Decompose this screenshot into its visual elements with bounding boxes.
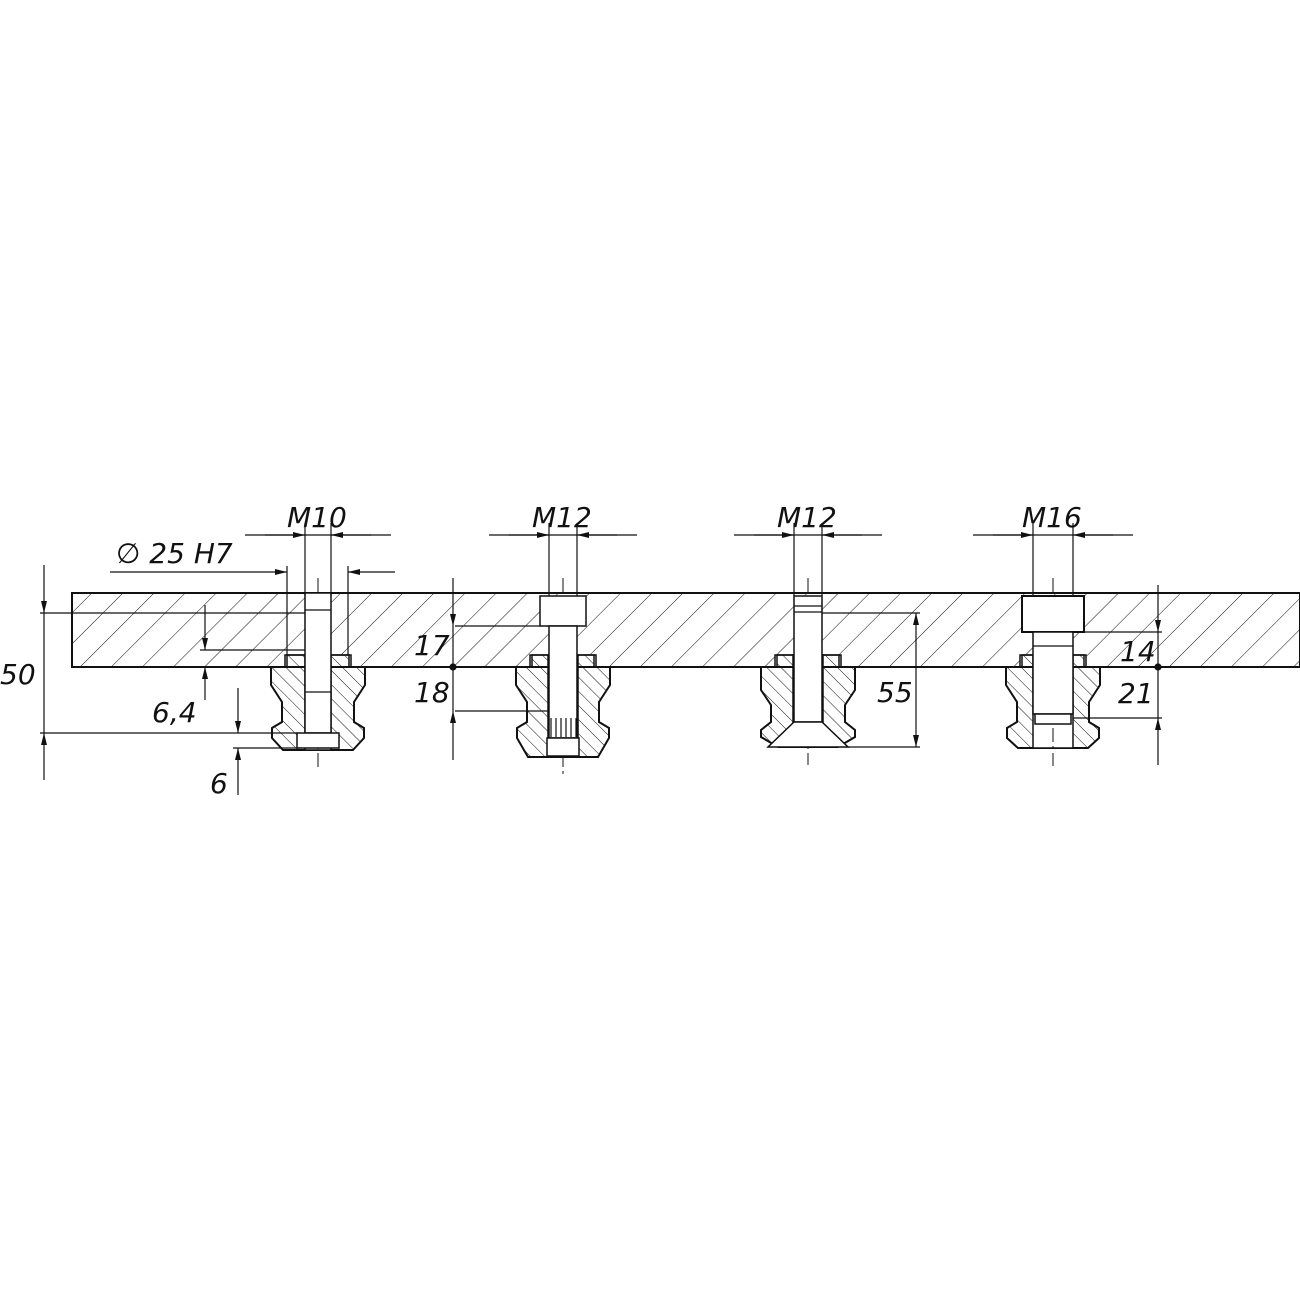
dim-17: 17 xyxy=(414,629,450,662)
screw-m12-socket xyxy=(539,595,587,757)
screw-m16 xyxy=(1021,595,1085,725)
dimension-origin-dot xyxy=(449,663,457,671)
thread-label-3: M12 xyxy=(777,501,837,534)
dim-6-4: 6,4 xyxy=(152,696,197,729)
dim-21: 21 xyxy=(1118,677,1154,710)
screw-m12-countersunk xyxy=(766,595,850,748)
screw-tip xyxy=(1034,713,1072,725)
bore-diameter-label: ∅ 25 H7 xyxy=(116,537,233,570)
dimension-origin-dot xyxy=(1154,663,1162,671)
screw-shank xyxy=(304,592,332,734)
screw-m10 xyxy=(296,592,340,749)
thread-label-2: M12 xyxy=(532,501,592,534)
screw-shank xyxy=(1032,631,1074,715)
screw-tip xyxy=(546,737,580,757)
dim-18: 18 xyxy=(414,676,450,709)
base-plate xyxy=(71,592,1300,668)
thread-label-1: M10 xyxy=(287,501,347,534)
dim-55: 55 xyxy=(877,676,913,709)
screw-head xyxy=(296,732,340,749)
plate-thickness-label: 50 xyxy=(0,658,36,691)
thread-label-4: M16 xyxy=(1022,501,1082,534)
dim-6: 6 xyxy=(210,767,228,800)
screw-shank xyxy=(548,625,578,739)
screw-head xyxy=(1021,595,1085,633)
dim-14: 14 xyxy=(1120,635,1156,668)
screw-shank xyxy=(793,595,823,723)
screw-head xyxy=(539,595,587,627)
